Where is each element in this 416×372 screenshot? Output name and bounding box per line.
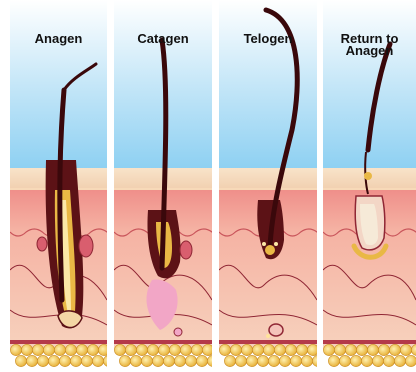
fat-cell (174, 355, 185, 366)
fat-cell (65, 344, 76, 355)
return-to-anagen-label: Return to Anagen (323, 33, 416, 57)
epidermis-layer (219, 168, 317, 190)
fat-cell (389, 344, 400, 355)
fat-cell (48, 355, 59, 366)
fat-cell (130, 355, 141, 366)
base-vessel (10, 340, 107, 344)
fat-cell (202, 344, 213, 355)
fat-cell (21, 344, 32, 355)
fat-cell (252, 344, 263, 355)
fat-cell (15, 355, 26, 366)
divider-1 (107, 0, 114, 367)
fat-cell (92, 355, 103, 366)
fat-cell (345, 344, 356, 355)
fat-cell (219, 344, 230, 355)
base-vessel (219, 340, 317, 344)
fat-cell (334, 344, 345, 355)
fat-cell (10, 344, 21, 355)
fat-cell (257, 355, 268, 366)
fat-cell (119, 355, 130, 366)
fat-cell (400, 344, 411, 355)
fat-cell (81, 355, 92, 366)
telogen-panel (219, 0, 333, 367)
fat-cell (279, 355, 290, 366)
fat-cell (147, 344, 158, 355)
catagen-label: Catagen (114, 33, 212, 45)
fat-cell (268, 355, 279, 366)
fat-cell (263, 344, 274, 355)
fat-cell (356, 344, 367, 355)
fat-cell (59, 355, 70, 366)
fat-cell (328, 355, 339, 366)
anagen-label: Anagen (10, 33, 107, 45)
fat-cell (285, 344, 296, 355)
telogen-label: Telogen (219, 33, 317, 45)
fat-cell (76, 344, 87, 355)
fat-cell (152, 355, 163, 366)
fat-cell (43, 344, 54, 355)
fat-cell (158, 344, 169, 355)
fat-cell (180, 344, 191, 355)
divider-2 (212, 0, 219, 367)
fat-cell (372, 355, 383, 366)
fat-cell (136, 344, 147, 355)
fat-cell (378, 344, 389, 355)
fat-cell (141, 355, 152, 366)
fat-cell (125, 344, 136, 355)
fat-cell (367, 344, 378, 355)
fat-cell (246, 355, 257, 366)
fat-cell (32, 344, 43, 355)
fat-cell (37, 355, 48, 366)
base-vessel (114, 340, 212, 344)
fat-cell (323, 344, 334, 355)
fat-cell (350, 355, 361, 366)
fat-cell (301, 355, 312, 366)
fat-cell (224, 355, 235, 366)
fat-cell (163, 355, 174, 366)
fat-cell (191, 344, 202, 355)
fat-cell (235, 355, 246, 366)
fat-cell (169, 344, 180, 355)
fat-cell (394, 355, 405, 366)
fat-cell (405, 355, 416, 366)
fat-cell (307, 344, 318, 355)
fat-cell (296, 344, 307, 355)
fat-cell (383, 355, 394, 366)
fat-cell (70, 355, 81, 366)
base-vessel (323, 340, 416, 344)
fat-cell (241, 344, 252, 355)
fat-cell (339, 355, 350, 366)
fat-cell (54, 344, 65, 355)
fat-cell (26, 355, 37, 366)
fat-cell (196, 355, 207, 366)
fat-cell (290, 355, 301, 366)
sky-background (219, 0, 317, 170)
fat-cell (87, 344, 98, 355)
fat-cell (230, 344, 241, 355)
fat-cell (361, 355, 372, 366)
fat-cell (185, 355, 196, 366)
fat-cell (114, 344, 125, 355)
fat-cell (274, 344, 285, 355)
